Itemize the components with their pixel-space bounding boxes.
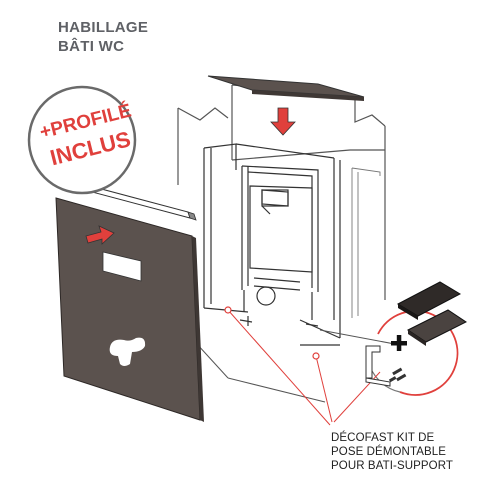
toilet-cutout	[109, 337, 146, 366]
kit-caption: DÉCOFAST KIT DE POSE DÉMONTABLE POUR BAT…	[331, 431, 453, 473]
kit-bracket	[365, 345, 391, 387]
leader-points	[224, 306, 320, 360]
title-line-1: HABILLAGE	[58, 19, 149, 36]
guide-lines	[351, 167, 381, 318]
down-arrow-icon	[270, 107, 296, 136]
profile-frame	[203, 143, 341, 346]
caption-line-3: POUR BATI-SUPPORT	[331, 460, 454, 472]
kit-magnets	[396, 281, 467, 346]
plus-icon	[391, 335, 407, 351]
leader-lines	[227, 309, 381, 426]
kit-small-pads	[388, 367, 407, 383]
caption-line-1: DÉCOFAST KIT DE	[331, 432, 435, 444]
cover-panel	[55, 197, 204, 422]
caption-line-2: POSE DÉMONTABLE	[331, 446, 447, 458]
top-shelf	[207, 75, 365, 101]
pointing-arrow-icon	[85, 225, 115, 245]
title-line-2: BÂTI WC	[58, 38, 125, 55]
profile-badge	[27, 85, 137, 195]
bati-support-frame	[239, 165, 319, 327]
